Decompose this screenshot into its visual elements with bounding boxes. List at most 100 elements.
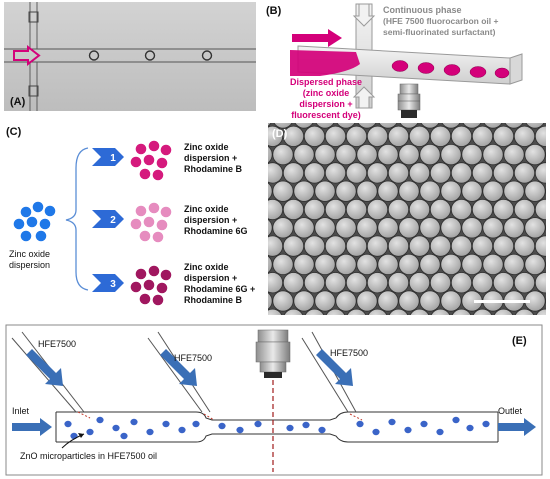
outlet-label: Outlet xyxy=(498,406,523,416)
droplet xyxy=(409,308,430,315)
droplet xyxy=(304,308,325,315)
branch-1-number: 1 xyxy=(110,153,116,164)
droplet xyxy=(546,108,550,128)
droplet xyxy=(492,162,515,184)
zno-particle xyxy=(64,420,72,428)
droplet xyxy=(398,144,420,166)
inlet-label: Inlet xyxy=(12,406,30,416)
droplet xyxy=(408,198,431,221)
droplet xyxy=(268,235,284,257)
droplet xyxy=(398,253,420,275)
droplet xyxy=(513,162,536,184)
droplet xyxy=(450,162,473,184)
zno-particle xyxy=(466,424,474,432)
droplet xyxy=(325,308,346,315)
inlet-arrow-icon xyxy=(12,418,52,436)
droplet xyxy=(314,180,336,202)
panel-c-label: (C) xyxy=(6,126,22,138)
droplet xyxy=(450,235,473,257)
droplet xyxy=(408,272,431,294)
droplet xyxy=(513,198,536,221)
zinc-oxide-cluster xyxy=(13,201,56,242)
droplet xyxy=(430,308,451,315)
zno-particle xyxy=(404,426,412,434)
zno-particle xyxy=(236,426,244,434)
droplet xyxy=(282,162,305,184)
droplet xyxy=(272,144,294,166)
droplet xyxy=(293,144,315,166)
droplet xyxy=(513,272,536,294)
droplet xyxy=(408,125,431,147)
droplet xyxy=(387,198,410,221)
droplet xyxy=(483,123,503,129)
zno-particle xyxy=(146,428,154,436)
droplet xyxy=(366,235,389,257)
droplet xyxy=(356,290,378,312)
droplet xyxy=(525,123,545,129)
droplet xyxy=(440,290,462,312)
panel-b: (B) Continuous phase (HFE 7500 fluoroca xyxy=(266,3,523,120)
branch-3-number: 3 xyxy=(110,279,116,290)
droplet xyxy=(293,217,315,239)
droplet xyxy=(545,187,546,195)
droplet xyxy=(471,198,494,221)
droplet xyxy=(268,255,273,274)
droplet xyxy=(335,253,357,275)
droplet xyxy=(503,180,525,202)
continuous-phase-detail-2: semi-fluorinated surfactant) xyxy=(383,27,496,37)
droplet xyxy=(272,180,294,202)
zno-particle xyxy=(286,424,294,432)
branch-1-line-2: dispersion + xyxy=(184,153,237,163)
source-label-1: Zinc oxide xyxy=(9,249,50,259)
droplet xyxy=(471,162,494,184)
packed-droplets xyxy=(268,108,550,315)
droplet xyxy=(524,217,546,239)
zno-particle xyxy=(482,420,490,428)
droplet xyxy=(503,253,525,275)
zno-particle xyxy=(302,421,310,429)
droplet xyxy=(534,125,546,147)
droplet xyxy=(399,123,419,129)
zno-particle xyxy=(192,420,200,428)
droplet xyxy=(524,253,546,275)
droplet xyxy=(268,162,284,184)
droplet xyxy=(324,272,347,294)
zno-particle xyxy=(120,432,128,440)
droplet xyxy=(524,180,546,202)
panel-e: (E) HFE7500 HFE7500 HFE7500 Inlet xyxy=(5,324,543,476)
droplet xyxy=(535,308,546,315)
branch-3-line-1: Zinc oxide xyxy=(184,262,229,272)
droplet xyxy=(335,217,357,239)
zno-particle xyxy=(178,426,186,434)
droplet xyxy=(272,290,294,312)
droplet xyxy=(293,290,315,312)
droplet xyxy=(314,253,336,275)
droplet xyxy=(282,235,305,257)
droplet xyxy=(419,180,441,202)
droplet xyxy=(408,235,431,257)
droplet xyxy=(419,253,441,275)
zno-particle xyxy=(318,426,326,434)
droplet xyxy=(440,253,462,275)
chevron-icon xyxy=(92,148,124,166)
droplet xyxy=(534,272,546,294)
dispersed-phase-detail-3: fluorescent dye) xyxy=(291,110,361,120)
continuous-phase-detail-1: (HFE 7500 fluorocarbon oil + xyxy=(383,16,499,26)
branch-1-line-1: Zinc oxide xyxy=(184,142,229,152)
droplet xyxy=(268,272,284,294)
droplet xyxy=(366,272,389,294)
droplet xyxy=(440,144,462,166)
droplet xyxy=(377,253,399,275)
droplet xyxy=(324,125,347,147)
droplet xyxy=(366,125,389,147)
droplet xyxy=(303,125,326,147)
droplet xyxy=(419,217,441,239)
droplet xyxy=(534,198,546,221)
branch-1-line-3: Rhodamine B xyxy=(184,164,243,174)
droplet xyxy=(283,308,304,315)
zno-particle xyxy=(436,428,444,436)
droplet xyxy=(429,162,452,184)
droplet xyxy=(419,144,441,166)
zno-particle xyxy=(254,420,262,428)
